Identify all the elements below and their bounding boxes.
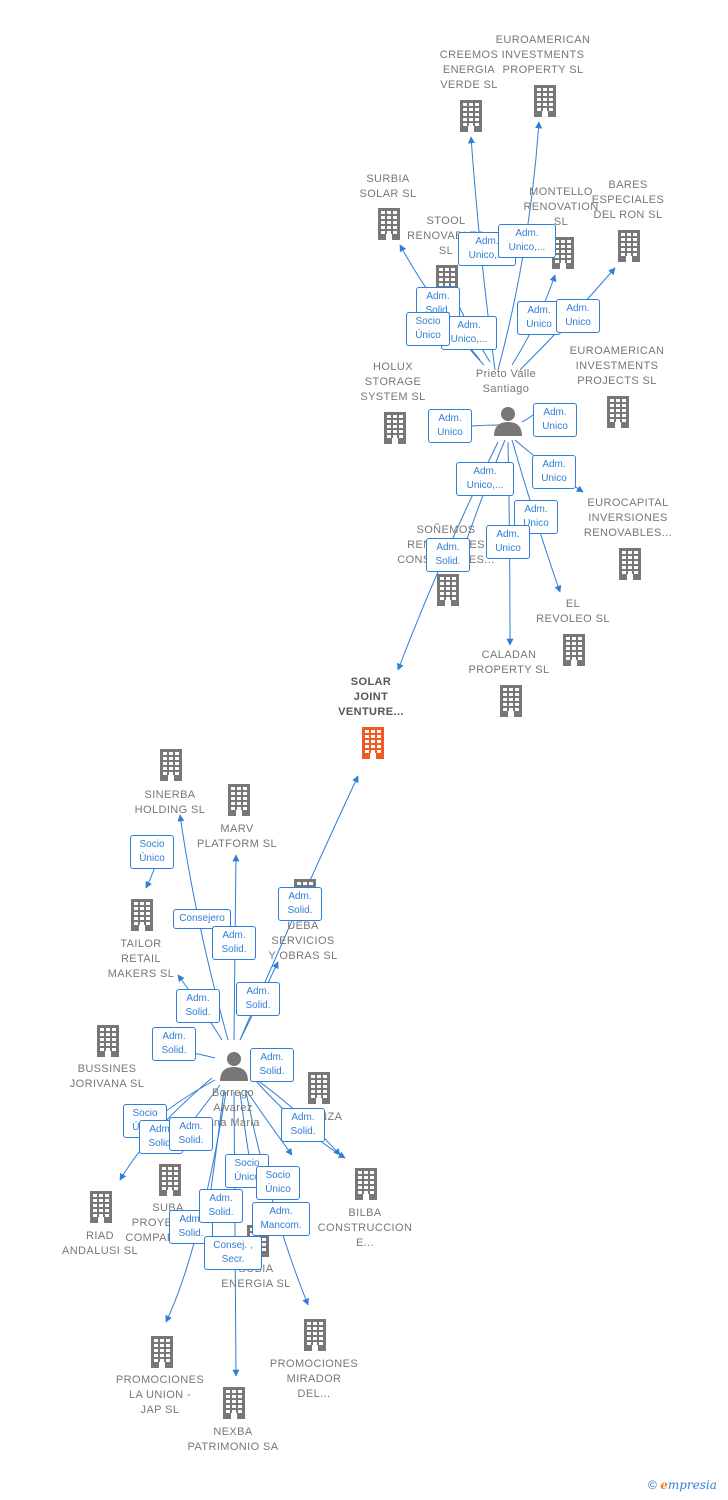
node-label-promo_union[interactable]: PROMOCIONES LA UNION - JAP SL (115, 1374, 205, 1416)
edge-label[interactable]: Adm. Solid. (212, 926, 256, 960)
building-icon[interactable] (559, 632, 589, 671)
edge-label[interactable]: Socio Único (256, 1166, 300, 1200)
building-icon[interactable] (358, 725, 388, 764)
edge-label[interactable]: Adm. Solid. (426, 538, 470, 572)
building-icon[interactable] (614, 228, 644, 267)
node-label-riad[interactable]: RIAD ANDALUSI SL (62, 1230, 138, 1257)
building-icon[interactable] (374, 206, 404, 245)
edge-label[interactable]: Adm. Solid. (236, 982, 280, 1016)
node-label-surbia[interactable]: SURBIA SOLAR SL (359, 173, 417, 200)
node-label-revoleo[interactable]: EL REVOLEO SL (536, 598, 610, 625)
edge-borrego-to-subia (245, 1089, 293, 1156)
edge-label[interactable]: Consejero (173, 909, 231, 929)
edge-label[interactable]: Adm. Solid. (281, 1108, 325, 1142)
edge-label[interactable]: Adm. Solid. (169, 1117, 213, 1151)
building-icon[interactable] (93, 1023, 123, 1062)
building-icon[interactable] (380, 410, 410, 449)
edge-label[interactable]: Adm. Unico,... (498, 224, 556, 258)
node-label-caladan[interactable]: CALADAN PROPERTY SL (468, 649, 550, 676)
edge-label[interactable]: Socio Único (406, 312, 450, 346)
building-icon[interactable] (603, 394, 633, 433)
building-icon[interactable] (615, 546, 645, 585)
building-icon[interactable] (219, 1385, 249, 1424)
brand-logo: empresia (660, 1478, 717, 1492)
node-label-holux[interactable]: HOLUX STORAGE SYSTEM SL (360, 361, 426, 403)
node-label-bussines[interactable]: BUSSINES JORIVANA SL (69, 1063, 145, 1090)
building-icon[interactable] (530, 83, 560, 122)
edge-label[interactable]: Adm. Unico (428, 409, 472, 443)
building-icon[interactable] (351, 1166, 381, 1205)
building-icon[interactable] (156, 747, 186, 786)
building-icon[interactable] (300, 1317, 330, 1356)
node-label-marv[interactable]: MARV PLATFORM SL (197, 823, 277, 850)
building-icon[interactable] (155, 1162, 185, 1201)
node-label-bilba[interactable]: BILBA CONSTRUCCION E... (317, 1207, 413, 1249)
building-icon[interactable] (496, 683, 526, 722)
building-icon[interactable] (224, 782, 254, 821)
edge-label[interactable]: Adm. Solid. (152, 1027, 196, 1061)
node-label-sinerba[interactable]: SINERBA HOLDING SL (134, 789, 206, 816)
edge-borrego-to-nexba (232, 1091, 240, 1377)
node-label-nexba[interactable]: NEXBA PATRIMONIO SA (187, 1426, 279, 1453)
node-label-promo_mirador[interactable]: PROMOCIONES MIRADOR DEL... (269, 1358, 359, 1400)
edge-label[interactable]: Adm. Unico (486, 525, 530, 559)
node-label-bares[interactable]: BARES ESPECIALES DEL RON SL (591, 179, 665, 221)
edge-label[interactable]: Adm. Solid. (250, 1048, 294, 1082)
edge-label[interactable]: Adm. Unico (532, 455, 576, 489)
building-icon[interactable] (433, 572, 463, 611)
edge-label[interactable]: Adm. Unico,... (441, 316, 497, 350)
edge-label[interactable]: Adm. Unico (517, 301, 561, 335)
node-label-ueba[interactable]: UEBA SERVICIOS Y OBRAS SL (268, 920, 338, 962)
node-label-eurocapital[interactable]: EUROCAPITAL INVERSIONES RENOVABLES... (583, 497, 673, 539)
node-label-euroamerican_pp[interactable]: EUROAMERICAN INVESTMENTS PROJECTS SL (569, 345, 665, 387)
person-icon[interactable] (218, 1051, 250, 1086)
edge-label[interactable]: Adm. Unico,... (456, 462, 514, 496)
node-label-solar[interactable]: SOLAR JOINT VENTURE... (338, 676, 404, 718)
building-icon[interactable] (147, 1334, 177, 1373)
edge-label[interactable]: Adm. Solid. (199, 1189, 243, 1223)
building-icon[interactable] (304, 1070, 334, 1109)
node-label-montello[interactable]: MONTELLO RENOVATION SL (523, 186, 599, 228)
node-label-tailor[interactable]: TAILOR RETAIL MAKERS SL (107, 938, 175, 980)
building-icon[interactable] (548, 235, 578, 274)
edge-label[interactable]: Socio Único (130, 835, 174, 869)
edge-label[interactable]: Adm. Solid. (176, 989, 220, 1023)
edge-label[interactable]: Adm. Unico (556, 299, 600, 333)
edge-label[interactable]: Adm. Unico (533, 403, 577, 437)
person-icon[interactable] (492, 406, 524, 441)
footer-brand: © empresia (648, 1478, 717, 1492)
building-icon[interactable] (86, 1189, 116, 1228)
node-label-prieto[interactable]: Prieto Valle Santiago (475, 368, 537, 395)
node-label-euroamerican_ip[interactable]: EUROAMERICAN INVESTMENTS PROPERTY SL (495, 34, 591, 76)
copyright-symbol: © (648, 1478, 657, 1492)
edge-label[interactable]: Consej. , Secr. (204, 1236, 262, 1270)
building-icon[interactable] (456, 98, 486, 137)
edge-label[interactable]: Adm. Mancom. (252, 1202, 310, 1236)
node-label-creemos[interactable]: CREEMOS ENERGIA VERDE SL (439, 49, 499, 91)
edge-label[interactable]: Adm. Solid. (278, 887, 322, 921)
building-icon[interactable] (127, 897, 157, 936)
